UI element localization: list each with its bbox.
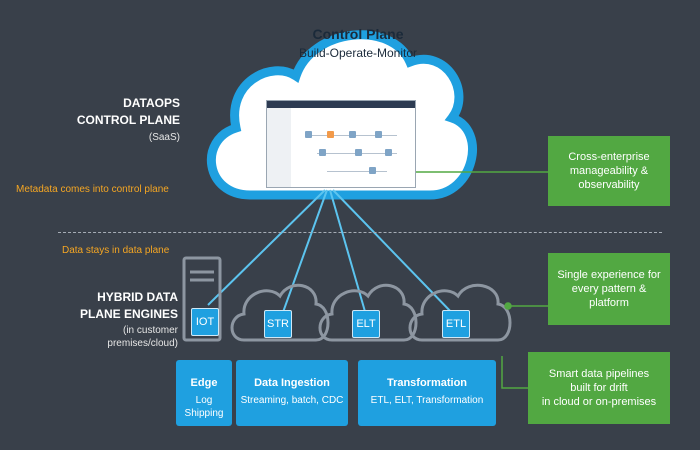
data-stays-note: Data stays in data plane	[62, 245, 170, 256]
callout1-line1: Cross-enterprise	[568, 151, 650, 163]
premises-label-line2: premises/cloud)	[107, 338, 178, 349]
callout-connectors	[406, 168, 548, 389]
hybrid-label-line1: HYBRID DATA	[97, 290, 178, 304]
control-plane-subtitle: Build-Operate-Monitor	[298, 46, 418, 60]
server-tower-icon	[182, 256, 222, 342]
engine-etl: ETL	[442, 310, 470, 338]
callout2-line1: Single experience for	[557, 269, 661, 281]
category-data-ingestion: Data Ingestion Streaming, batch, CDC	[236, 360, 348, 426]
category-ingestion-sub: Streaming, batch, CDC	[240, 395, 344, 406]
category-transformation-title: Transformation	[386, 377, 468, 389]
callout-manageability: Cross-enterprise manageability & observa…	[548, 136, 670, 206]
str-cloud-icon	[230, 283, 330, 342]
connector-to-iot	[207, 189, 326, 306]
category-transformation: Transformation ETL, ELT, Transformation	[358, 360, 496, 426]
plane-divider	[58, 232, 662, 233]
category-transformation-sub: ETL, ELT, Transformation	[370, 395, 484, 406]
control-plane-title: Control Plane	[312, 26, 404, 42]
category-ingestion-title: Data Ingestion	[254, 377, 330, 389]
callout1-line3: observability	[578, 179, 640, 191]
engine-elt: ELT	[352, 310, 380, 338]
etl-cloud-icon	[408, 283, 512, 342]
app-screenshot	[266, 100, 416, 188]
engine-iot: IOT	[191, 308, 219, 336]
connector-lines	[207, 189, 455, 316]
connector-to-elt	[329, 189, 367, 316]
callout1-line2: manageability &	[569, 165, 649, 177]
category-edge-sub: Log Shipping	[184, 395, 224, 419]
connector-to-etl	[332, 189, 455, 316]
callout3-connector	[501, 356, 528, 389]
dataops-label-line1: DATAOPS	[123, 96, 180, 110]
engine-str: STR	[264, 310, 292, 338]
premises-label-line1: (in customer	[122, 325, 178, 336]
callout3-line1: Smart data pipelines	[548, 368, 650, 380]
callout2-line3: platform	[589, 297, 629, 309]
category-edge-title: Edge	[190, 377, 218, 389]
connector-to-str	[281, 189, 328, 316]
callout-smart-pipelines: Smart data pipelines built for drift in …	[528, 352, 670, 424]
callout-single-experience: Single experience for every pattern & pl…	[548, 253, 670, 325]
dataops-label-line2: CONTROL PLANE	[76, 113, 180, 127]
category-edge: Edge Log Shipping	[176, 360, 232, 426]
metadata-note: Metadata comes into control plane	[16, 184, 169, 195]
callout3-line3: in cloud or on-premises	[541, 396, 657, 408]
hybrid-label-line2: PLANE ENGINES	[79, 307, 178, 321]
saas-label: (SaaS)	[148, 132, 180, 143]
callout2-line2: every pattern &	[571, 283, 647, 295]
callout3-line2: built for drift	[570, 382, 628, 394]
